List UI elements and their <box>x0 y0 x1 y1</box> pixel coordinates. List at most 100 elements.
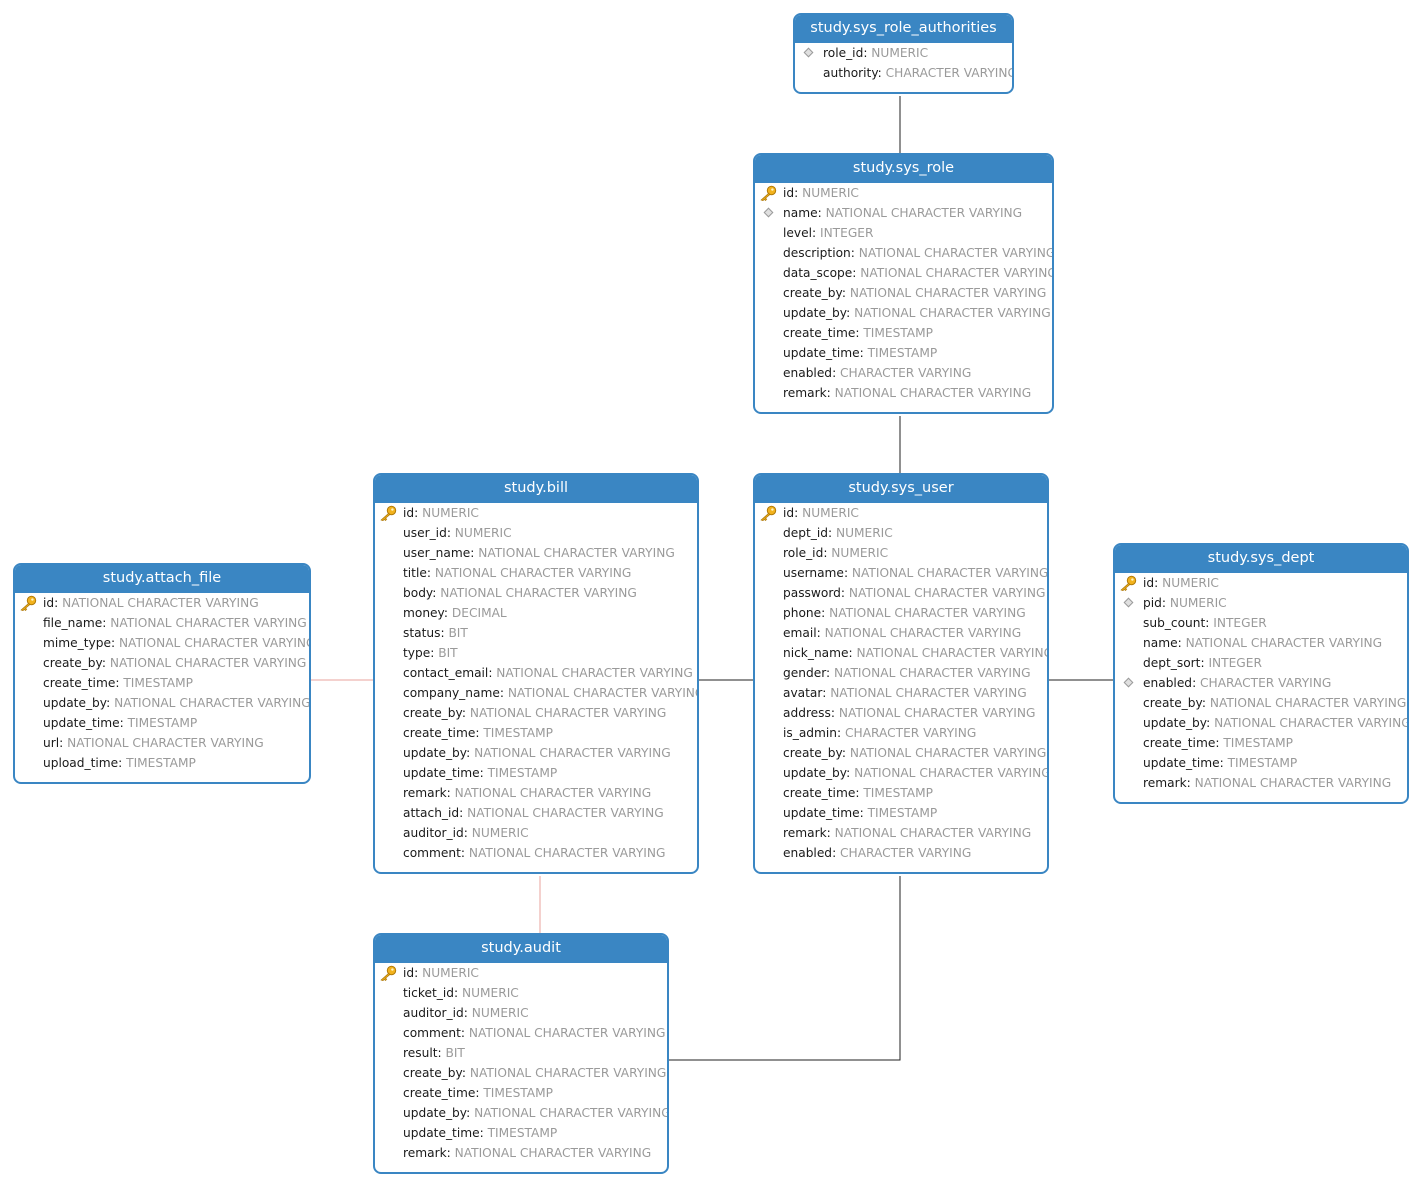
column-row[interactable]: role_id: NUMERIC <box>795 43 1012 63</box>
column-row[interactable]: dept_sort: INTEGER <box>1115 653 1407 673</box>
column-row[interactable]: user_id: NUMERIC <box>375 523 697 543</box>
column-row[interactable]: create_time: TIMESTAMP <box>375 1083 667 1103</box>
column-row[interactable]: description: NATIONAL CHARACTER VARYING <box>755 243 1052 263</box>
column-row[interactable]: create_by: NATIONAL CHARACTER VARYING <box>755 283 1052 303</box>
column-row[interactable]: remark: NATIONAL CHARACTER VARYING <box>755 383 1052 403</box>
column-row[interactable]: update_time: TIMESTAMP <box>15 713 309 733</box>
column-row[interactable]: body: NATIONAL CHARACTER VARYING <box>375 583 697 603</box>
column-row[interactable]: create_by: NATIONAL CHARACTER VARYING <box>755 743 1047 763</box>
column-row[interactable]: create_time: TIMESTAMP <box>1115 733 1407 753</box>
column-row[interactable]: money: DECIMAL <box>375 603 697 623</box>
column-row[interactable]: dept_id: NUMERIC <box>755 523 1047 543</box>
table-title[interactable]: study.sys_role_authorities <box>795 15 1012 43</box>
column-row[interactable]: create_by: NATIONAL CHARACTER VARYING <box>375 703 697 723</box>
column-row[interactable]: name: NATIONAL CHARACTER VARYING <box>755 203 1052 223</box>
column-row[interactable]: title: NATIONAL CHARACTER VARYING <box>375 563 697 583</box>
column-row[interactable]: create_time: TIMESTAMP <box>375 723 697 743</box>
column-row[interactable]: avatar: NATIONAL CHARACTER VARYING <box>755 683 1047 703</box>
column-row[interactable]: update_time: TIMESTAMP <box>375 763 697 783</box>
column-row[interactable]: contact_email: NATIONAL CHARACTER VARYIN… <box>375 663 697 683</box>
column-row[interactable]: id: NUMERIC <box>375 963 667 983</box>
column-row[interactable]: username: NATIONAL CHARACTER VARYING <box>755 563 1047 583</box>
column-row[interactable]: auditor_id: NUMERIC <box>375 823 697 843</box>
column-row[interactable]: address: NATIONAL CHARACTER VARYING <box>755 703 1047 723</box>
column-type: NATIONAL CHARACTER VARYING <box>62 596 259 610</box>
column-row[interactable]: comment: NATIONAL CHARACTER VARYING <box>375 1023 667 1043</box>
column-row[interactable]: id: NUMERIC <box>375 503 697 523</box>
table-title[interactable]: study.bill <box>375 475 697 503</box>
column-row[interactable]: attach_id: NATIONAL CHARACTER VARYING <box>375 803 697 823</box>
column-row[interactable]: update_time: TIMESTAMP <box>755 803 1047 823</box>
column-row[interactable]: id: NATIONAL CHARACTER VARYING <box>15 593 309 613</box>
column-row[interactable]: role_id: NUMERIC <box>755 543 1047 563</box>
column-row[interactable]: id: NUMERIC <box>1115 573 1407 593</box>
column-row[interactable]: sub_count: INTEGER <box>1115 613 1407 633</box>
column-row[interactable]: auditor_id: NUMERIC <box>375 1003 667 1023</box>
column-row[interactable]: create_by: NATIONAL CHARACTER VARYING <box>375 1063 667 1083</box>
table-title[interactable]: study.sys_dept <box>1115 545 1407 573</box>
column-row[interactable]: remark: NATIONAL CHARACTER VARYING <box>375 1143 667 1163</box>
column-name: mime_type <box>43 636 111 650</box>
column-name: company_name <box>403 686 500 700</box>
column-row[interactable]: update_time: TIMESTAMP <box>375 1123 667 1143</box>
column-row[interactable]: result: BIT <box>375 1043 667 1063</box>
column-row[interactable]: file_name: NATIONAL CHARACTER VARYING <box>15 613 309 633</box>
column-row[interactable]: upload_time: TIMESTAMP <box>15 753 309 773</box>
column-row[interactable]: update_time: TIMESTAMP <box>755 343 1052 363</box>
column-row[interactable]: create_time: TIMESTAMP <box>755 783 1047 803</box>
column-row[interactable]: pid: NUMERIC <box>1115 593 1407 613</box>
column-row[interactable]: id: NUMERIC <box>755 503 1047 523</box>
column-row[interactable]: update_by: NATIONAL CHARACTER VARYING <box>755 303 1052 323</box>
column-row[interactable]: type: BIT <box>375 643 697 663</box>
column-row[interactable]: update_by: NATIONAL CHARACTER VARYING <box>375 1103 667 1123</box>
column-name: auditor_id <box>403 826 464 840</box>
column-row[interactable]: name: NATIONAL CHARACTER VARYING <box>1115 633 1407 653</box>
column-row[interactable]: email: NATIONAL CHARACTER VARYING <box>755 623 1047 643</box>
column-row[interactable]: enabled: CHARACTER VARYING <box>755 363 1052 383</box>
column-row[interactable]: password: NATIONAL CHARACTER VARYING <box>755 583 1047 603</box>
table-title[interactable]: study.attach_file <box>15 565 309 593</box>
column-row[interactable]: update_by: NATIONAL CHARACTER VARYING <box>375 743 697 763</box>
column-row[interactable]: remark: NATIONAL CHARACTER VARYING <box>755 823 1047 843</box>
column-row[interactable]: company_name: NATIONAL CHARACTER VARYING <box>375 683 697 703</box>
column-row[interactable]: create_time: TIMESTAMP <box>755 323 1052 343</box>
table-title[interactable]: study.audit <box>375 935 667 963</box>
column-row[interactable]: user_name: NATIONAL CHARACTER VARYING <box>375 543 697 563</box>
column-row[interactable]: comment: NATIONAL CHARACTER VARYING <box>375 843 697 863</box>
column-row[interactable]: remark: NATIONAL CHARACTER VARYING <box>1115 773 1407 793</box>
column-row[interactable]: id: NUMERIC <box>755 183 1052 203</box>
column-row[interactable]: ticket_id: NUMERIC <box>375 983 667 1003</box>
column-row[interactable]: create_time: TIMESTAMP <box>15 673 309 693</box>
column-row[interactable]: remark: NATIONAL CHARACTER VARYING <box>375 783 697 803</box>
table-title[interactable]: study.sys_user <box>755 475 1047 503</box>
column-row[interactable]: url: NATIONAL CHARACTER VARYING <box>15 733 309 753</box>
column-row[interactable]: update_by: NATIONAL CHARACTER VARYING <box>15 693 309 713</box>
column-row[interactable]: enabled: CHARACTER VARYING <box>755 843 1047 863</box>
column-row[interactable]: create_by: NATIONAL CHARACTER VARYING <box>15 653 309 673</box>
column-row[interactable]: mime_type: NATIONAL CHARACTER VARYING <box>15 633 309 653</box>
column-row[interactable]: create_by: NATIONAL CHARACTER VARYING <box>1115 693 1407 713</box>
column-row[interactable]: is_admin: CHARACTER VARYING <box>755 723 1047 743</box>
column-row[interactable]: gender: NATIONAL CHARACTER VARYING <box>755 663 1047 683</box>
column-row[interactable]: phone: NATIONAL CHARACTER VARYING <box>755 603 1047 623</box>
column-row[interactable]: enabled: CHARACTER VARYING <box>1115 673 1407 693</box>
column-row[interactable]: nick_name: NATIONAL CHARACTER VARYING <box>755 643 1047 663</box>
table-title[interactable]: study.sys_role <box>755 155 1052 183</box>
column-row[interactable]: update_by: NATIONAL CHARACTER VARYING <box>755 763 1047 783</box>
column-row[interactable]: data_scope: NATIONAL CHARACTER VARYING <box>755 263 1052 283</box>
column-row[interactable]: level: INTEGER <box>755 223 1052 243</box>
column-name: avatar <box>783 686 823 700</box>
column-row[interactable]: status: BIT <box>375 623 697 643</box>
column-row[interactable]: update_by: NATIONAL CHARACTER VARYING <box>1115 713 1407 733</box>
column-separator: : <box>461 706 470 720</box>
relationship-line-sys-user-audit[interactable] <box>669 876 901 1061</box>
column-row[interactable]: update_time: TIMESTAMP <box>1115 753 1407 773</box>
column-row[interactable]: authority: CHARACTER VARYING <box>795 63 1012 83</box>
